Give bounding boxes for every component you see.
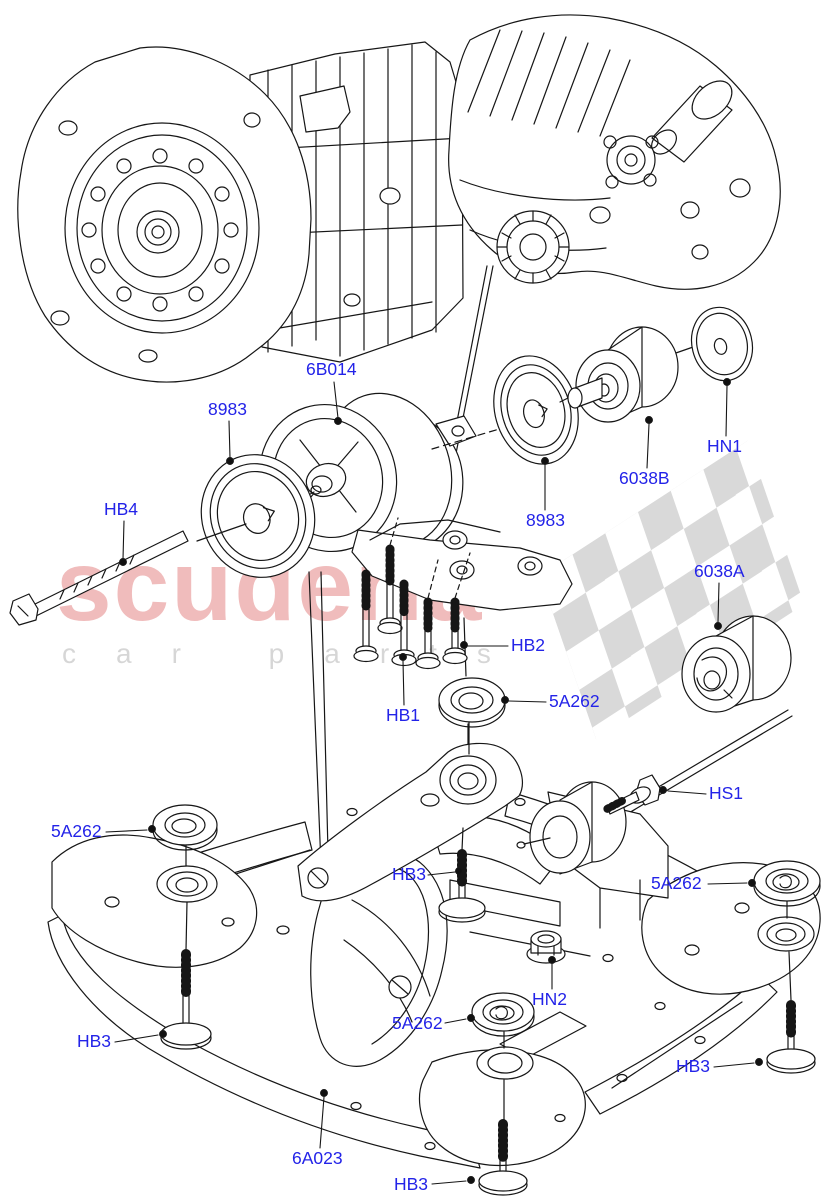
part-label-hb3-d[interactable]: HB3: [676, 1056, 711, 1076]
disc-left-pointer: [196, 523, 247, 542]
bolt-hb4: [9, 530, 189, 626]
part-label-5a262-a[interactable]: 5A262: [549, 691, 600, 711]
washer-5a262-bottom: [471, 992, 535, 1037]
studs-hb3: [160, 827, 816, 1196]
disc-8983-right: [493, 355, 579, 465]
part-label-6a023[interactable]: 6A023: [292, 1148, 343, 1168]
bolt-hs1: [603, 774, 661, 815]
part-label-hb3-a[interactable]: HB3: [392, 864, 427, 884]
part-label-8983-a[interactable]: 8983: [208, 399, 247, 419]
part-label-6038b[interactable]: 6038B: [619, 468, 670, 488]
part-label-6b014[interactable]: 6B014: [306, 359, 357, 379]
leader-lines: [105, 378, 763, 1185]
gearbox-mount-drawing: [258, 392, 573, 611]
mount-bolts-cluster: [353, 517, 471, 670]
transmission-drawing: [17, 41, 464, 383]
part-label-5a262-b[interactable]: 5A262: [51, 821, 102, 841]
part-label-hb4[interactable]: HB4: [104, 499, 139, 519]
subframe-crossmember-drawing: [47, 721, 821, 1169]
washer-hn1: [690, 306, 754, 382]
part-label-5a262-c[interactable]: 5A262: [651, 873, 702, 893]
part-label-6038a[interactable]: 6038A: [694, 561, 745, 581]
part-label-5a262-d[interactable]: 5A262: [392, 1013, 443, 1033]
part-label-hb3-c[interactable]: HB3: [394, 1174, 429, 1194]
part-label-hn2[interactable]: HN2: [532, 989, 568, 1009]
part-label-8983-b[interactable]: 8983: [526, 510, 565, 530]
part-label-hb2[interactable]: HB2: [511, 635, 546, 655]
disc-8983-left: [200, 454, 316, 578]
bushing-6038a: [681, 615, 792, 713]
transfer-case-drawing: [448, 14, 781, 290]
washer-5a262-center: [438, 677, 506, 728]
part-label-hn1[interactable]: HN1: [707, 436, 743, 456]
nut-hn2: [526, 930, 566, 964]
bushing-6038b: [559, 326, 697, 423]
part-label-hb1[interactable]: HB1: [386, 705, 421, 725]
part-label-hs1[interactable]: HS1: [709, 783, 744, 803]
part-label-hb3-b[interactable]: HB3: [77, 1031, 112, 1051]
